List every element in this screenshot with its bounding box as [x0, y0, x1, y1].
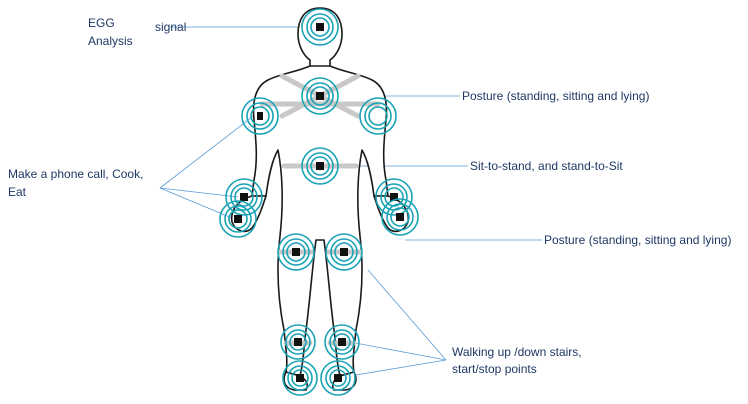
sensor-chip — [257, 112, 263, 120]
sensor-chip — [390, 193, 398, 201]
label-walking-line2: start/stop points — [452, 362, 537, 376]
sensor-chip — [234, 215, 242, 223]
sensor-chip — [396, 213, 404, 221]
sensor-chip — [334, 374, 342, 382]
sensor-left-shin — [280, 324, 316, 360]
leader-line-phone-wrist-lower — [159, 187, 233, 219]
label-egg: EGG — [88, 16, 115, 30]
sensor-left-foot — [282, 360, 318, 396]
sensor-left-wrist-lower — [219, 200, 257, 238]
label-sit-to-stand: Sit-to-stand, and stand-to-Sit — [470, 159, 623, 173]
sensor-left-shoulder — [241, 97, 279, 135]
sensor-chip — [316, 92, 324, 100]
leader-line-phone-shoulder — [159, 113, 257, 189]
sensor-right-thigh — [325, 233, 363, 271]
label-analysis: Analysis — [88, 34, 133, 48]
annotation-labels: EGG Analysis signal Posture (standing, s… — [8, 16, 731, 376]
sensor-right-wrist-lower — [381, 198, 419, 236]
leader-line-walking-shin — [349, 341, 447, 361]
sensor-chest — [301, 77, 339, 115]
sensor-chip — [292, 248, 300, 256]
sensor-chip — [340, 248, 348, 256]
sensor-chip — [240, 193, 248, 201]
label-posture-upper: Posture (standing, sitting and lying) — [462, 89, 649, 103]
label-signal: signal — [155, 20, 186, 34]
sensor-chip — [338, 338, 346, 346]
sensors — [219, 8, 419, 396]
sensor-chip — [316, 162, 324, 170]
sensor-chip — [294, 338, 302, 346]
sensor-left-thigh — [277, 233, 315, 271]
sensor-right-shin — [324, 324, 360, 360]
sensor-right-wrist-upper — [375, 178, 413, 216]
sensor-waist — [301, 147, 339, 185]
leader-line-walking-knee — [367, 269, 447, 361]
label-phone-line2: Eat — [8, 185, 27, 199]
sensor-right-foot — [320, 360, 356, 396]
sensor-left-wrist-upper — [225, 178, 263, 216]
sensor-right-shoulder — [359, 97, 397, 135]
label-posture-lower: Posture (standing, sitting and lying) — [544, 233, 731, 247]
sensor-head — [301, 8, 339, 46]
sensor-chip — [296, 374, 304, 382]
sensor-chip — [316, 23, 324, 31]
label-phone-line1: Make a phone call, Cook, — [8, 167, 143, 181]
label-walking-line1: Walking up /down stairs, — [452, 345, 582, 359]
leader-line-phone-wrist-upper — [159, 187, 239, 198]
